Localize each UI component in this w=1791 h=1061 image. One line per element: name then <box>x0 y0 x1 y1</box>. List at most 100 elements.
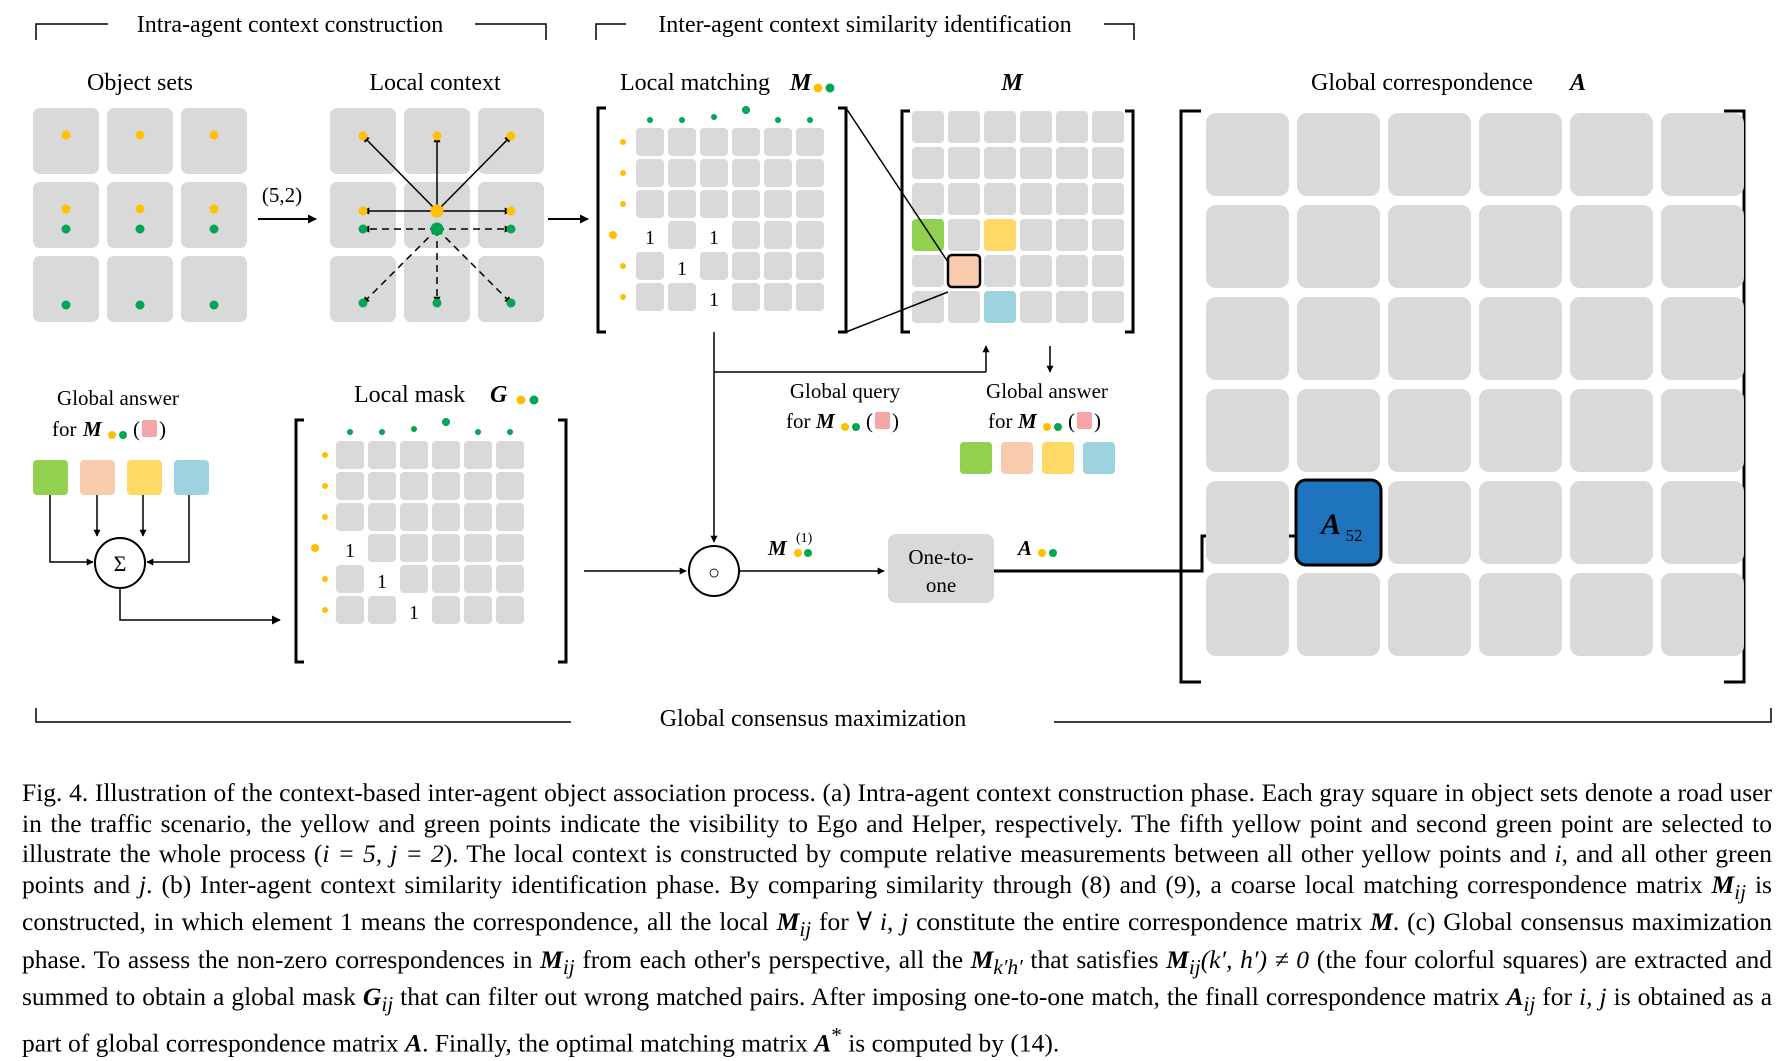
matrix-cell <box>432 503 460 531</box>
green-point <box>442 418 450 426</box>
matrix-one: 1 <box>709 289 719 311</box>
matrix-cell <box>636 159 664 187</box>
context-arrow-green <box>362 228 438 304</box>
global-cell <box>1570 481 1653 564</box>
m-cell <box>1092 111 1124 143</box>
matrix-cell <box>496 503 524 531</box>
global-cell <box>1661 205 1744 288</box>
m-cell <box>1092 255 1124 287</box>
matrix-one: 1 <box>709 227 719 249</box>
matrix-cell <box>400 565 428 593</box>
matrix-cell <box>764 221 792 249</box>
matrix-cell <box>732 128 760 156</box>
context-arrows <box>358 131 516 308</box>
global-cell <box>1570 389 1653 472</box>
m-matrix-title: M <box>1000 70 1024 96</box>
matrix-cell <box>700 128 728 156</box>
green-point <box>711 114 717 120</box>
matrix-cell <box>432 441 460 469</box>
svg-text:M: M <box>767 536 788 560</box>
svg-text:M: M <box>82 417 103 441</box>
yellow-point <box>322 514 328 520</box>
global-cell <box>1479 113 1562 196</box>
m-cell <box>1056 111 1088 143</box>
matrix-cell <box>400 503 428 531</box>
yellow-point <box>209 130 219 140</box>
matrix-cell <box>432 534 460 562</box>
matrix-one: 1 <box>677 258 687 280</box>
matrix-cell <box>636 128 664 156</box>
green-point <box>379 429 385 435</box>
m-cell <box>1056 183 1088 215</box>
object-sets-title: Object sets <box>87 70 193 96</box>
svg-text:A: A <box>1016 536 1032 560</box>
svg-text:(: ( <box>133 417 140 441</box>
matrix-cell <box>432 472 460 500</box>
global-cell <box>1570 297 1653 380</box>
local-matching-title: Local matching M <box>620 70 835 96</box>
m-cell-colored <box>984 291 1016 323</box>
green-point <box>507 429 513 435</box>
global-cell <box>1206 481 1289 564</box>
global-cell <box>1661 297 1744 380</box>
object-square <box>33 108 99 174</box>
local-matching-left-bracket <box>596 106 606 334</box>
global-cell <box>1297 389 1380 472</box>
m-cell <box>912 147 944 179</box>
arrow-label: (5,2) <box>262 183 302 207</box>
m-cell <box>1020 147 1052 179</box>
object-sets-grid <box>33 108 247 322</box>
yellow-point <box>506 131 516 141</box>
matrix-cell <box>368 472 396 500</box>
m-cell <box>1020 219 1052 251</box>
matrix-cell <box>796 159 824 187</box>
yellow-point <box>322 483 328 489</box>
global-correspondence-title: Global correspondence A <box>1311 70 1586 96</box>
center-yellow-point <box>430 204 444 218</box>
yellow-point <box>620 139 626 145</box>
hadamard-node: ○ <box>688 545 740 597</box>
m-cell <box>1020 255 1052 287</box>
svg-text:A: A <box>1568 70 1586 96</box>
matrix-cell <box>700 190 728 218</box>
matrix-cell <box>732 159 760 187</box>
svg-text:One-to-: One-to- <box>908 545 973 569</box>
global-cell <box>1570 573 1653 656</box>
m-cell <box>1092 183 1124 215</box>
figure-caption: Fig. 4. Illustration of the context-base… <box>22 778 1773 1058</box>
header-intra: Intra-agent context construction <box>35 12 547 40</box>
matrix-cell <box>464 472 492 500</box>
svg-text:○: ○ <box>708 562 720 584</box>
local-context-title: Local context <box>369 70 501 96</box>
matrix-cell <box>700 159 728 187</box>
m-cell <box>984 255 1016 287</box>
matrix-cell <box>796 252 824 280</box>
m-cell <box>984 111 1016 143</box>
matrix-cell <box>764 190 792 218</box>
green-point <box>61 224 71 234</box>
matrix-cell <box>464 441 492 469</box>
global-cell <box>1206 113 1289 196</box>
matrix-cell <box>796 190 824 218</box>
a52-subscript: 52 <box>1346 526 1363 545</box>
matrix-cell <box>432 565 460 593</box>
green-point <box>135 224 145 234</box>
yellow-point <box>620 263 626 269</box>
svg-text:(: ( <box>1068 409 1075 433</box>
matrix-cell <box>636 252 664 280</box>
green-point <box>411 426 417 432</box>
m-cell-query <box>946 253 982 289</box>
global-cell <box>1388 113 1471 196</box>
global-cell <box>1479 389 1562 472</box>
global-cell <box>1661 573 1744 656</box>
global-cell <box>1388 481 1471 564</box>
matrix-cell <box>336 596 364 624</box>
global-cell <box>1570 205 1653 288</box>
global-cell <box>1388 297 1471 380</box>
matrix-cell <box>496 441 524 469</box>
global-cell <box>1206 297 1289 380</box>
zoom-line-bottom <box>845 291 949 333</box>
m1-label: M (1) <box>767 531 813 560</box>
yellow-point <box>620 170 626 176</box>
